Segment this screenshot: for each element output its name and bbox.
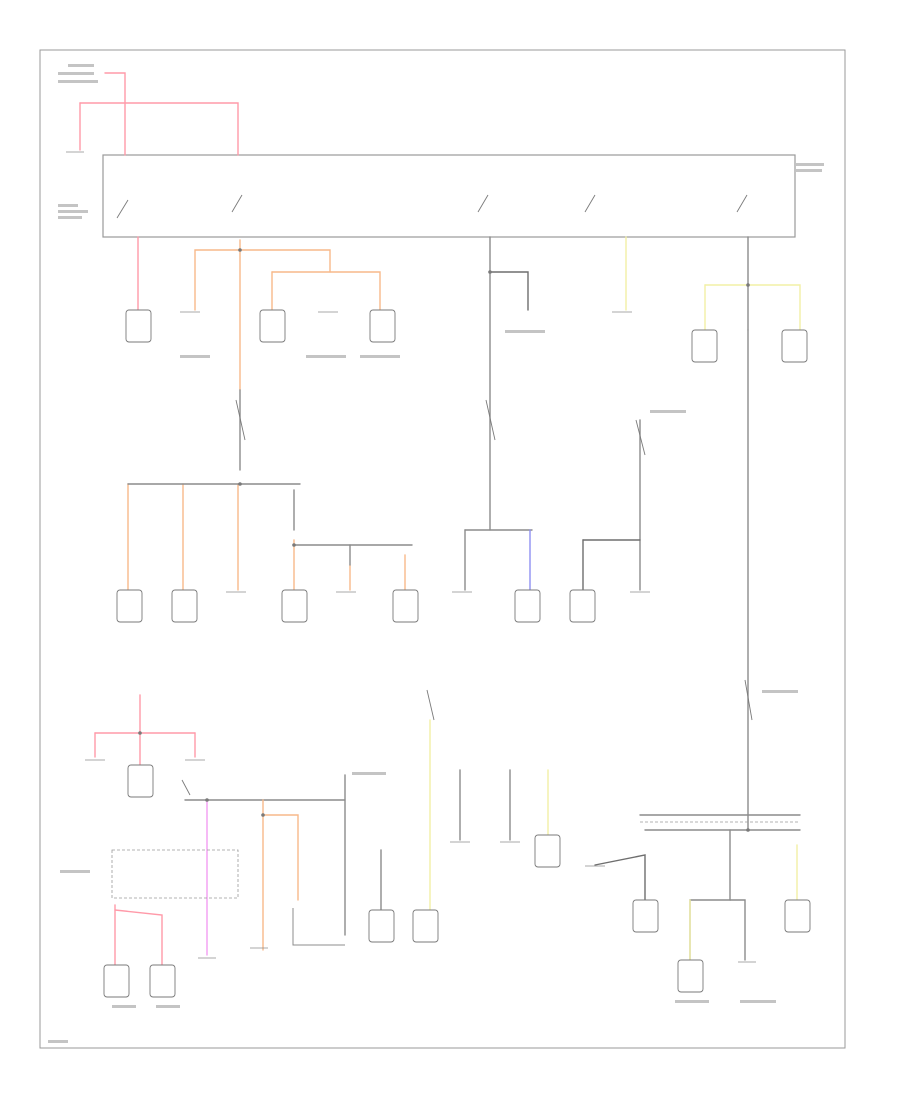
label-mark bbox=[180, 355, 210, 358]
relay-switch-symbol bbox=[477, 194, 489, 213]
relay-switch-symbol bbox=[584, 194, 596, 213]
fuse-symbol bbox=[744, 679, 753, 721]
splice-dots bbox=[138, 248, 750, 832]
component-box bbox=[149, 964, 176, 998]
component-box bbox=[534, 834, 561, 868]
fuse-symbol bbox=[235, 399, 246, 441]
wire-orange-2 bbox=[239, 249, 331, 273]
component-box bbox=[412, 909, 439, 943]
components bbox=[103, 309, 811, 998]
relay-switch-symbol bbox=[231, 194, 243, 213]
wire-dark-1 bbox=[489, 271, 529, 311]
wire-orange-3 bbox=[271, 271, 381, 311]
component-box bbox=[281, 589, 308, 623]
fuse-panel bbox=[111, 849, 239, 899]
splice-dot bbox=[488, 270, 492, 274]
fuse-symbol bbox=[635, 419, 646, 456]
component-box bbox=[127, 764, 154, 798]
label-mark bbox=[675, 1000, 709, 1003]
label-mark bbox=[796, 169, 822, 172]
label-mark bbox=[360, 355, 400, 358]
relay-switch-symbol bbox=[116, 199, 129, 219]
component-box bbox=[784, 899, 811, 933]
label-mark bbox=[68, 64, 94, 67]
wire-dark-4 bbox=[594, 854, 646, 901]
splice-dot bbox=[138, 731, 142, 735]
label-mark bbox=[740, 1000, 776, 1003]
wire-harness bbox=[79, 72, 801, 966]
relay-switch-symbol bbox=[181, 779, 191, 796]
label-mark bbox=[306, 355, 346, 358]
module-bracket bbox=[292, 908, 345, 946]
splice-dot bbox=[746, 828, 750, 832]
fuse-symbol bbox=[485, 399, 496, 441]
wire-red-2 bbox=[79, 102, 239, 156]
ignition-switch-block bbox=[102, 154, 796, 238]
component-box bbox=[392, 589, 419, 623]
wire-orange-1 bbox=[194, 249, 241, 311]
label-mark bbox=[352, 772, 386, 775]
relay-switch-symbol bbox=[736, 194, 748, 213]
wire-red-10 bbox=[114, 909, 163, 966]
splice-dot bbox=[238, 482, 242, 486]
label-mark bbox=[650, 410, 686, 413]
label-mark bbox=[156, 1005, 180, 1008]
label-mark bbox=[112, 1005, 136, 1008]
wire-gray-14 bbox=[689, 829, 731, 961]
wire-yellow-2 bbox=[704, 284, 801, 331]
component-box bbox=[125, 309, 152, 343]
diagram-border bbox=[39, 49, 846, 1049]
component-box bbox=[691, 329, 718, 363]
label-mark bbox=[58, 210, 88, 213]
label-mark bbox=[58, 72, 94, 75]
label-mark bbox=[48, 1040, 68, 1043]
component-box bbox=[632, 899, 659, 933]
label-mark bbox=[60, 870, 90, 873]
component-box bbox=[677, 959, 704, 993]
switch-symbols bbox=[116, 194, 753, 796]
label-mark bbox=[58, 216, 82, 219]
component-box bbox=[116, 589, 143, 623]
component-box bbox=[103, 964, 130, 998]
label-mark bbox=[505, 330, 545, 333]
ground-symbols bbox=[66, 151, 756, 963]
label-mark bbox=[58, 80, 98, 83]
splice-dot bbox=[205, 798, 209, 802]
splice-dot bbox=[261, 813, 265, 817]
fuse-symbol bbox=[426, 689, 435, 721]
splice-dot bbox=[746, 283, 750, 287]
component-box bbox=[368, 909, 395, 943]
component-box bbox=[781, 329, 808, 363]
splice-dot bbox=[292, 543, 296, 547]
wire-red-1 bbox=[104, 72, 126, 156]
component-box bbox=[369, 309, 396, 343]
label-mark bbox=[762, 690, 798, 693]
component-box bbox=[171, 589, 198, 623]
label-mark bbox=[796, 163, 824, 166]
label-mark bbox=[58, 204, 78, 207]
wire-orange-13 bbox=[262, 814, 299, 901]
wire-gray-15 bbox=[729, 899, 746, 961]
component-box bbox=[514, 589, 541, 623]
splice-dot bbox=[238, 248, 242, 252]
component-box bbox=[259, 309, 286, 343]
illegible-labels bbox=[48, 64, 824, 1043]
component-box bbox=[569, 589, 596, 623]
